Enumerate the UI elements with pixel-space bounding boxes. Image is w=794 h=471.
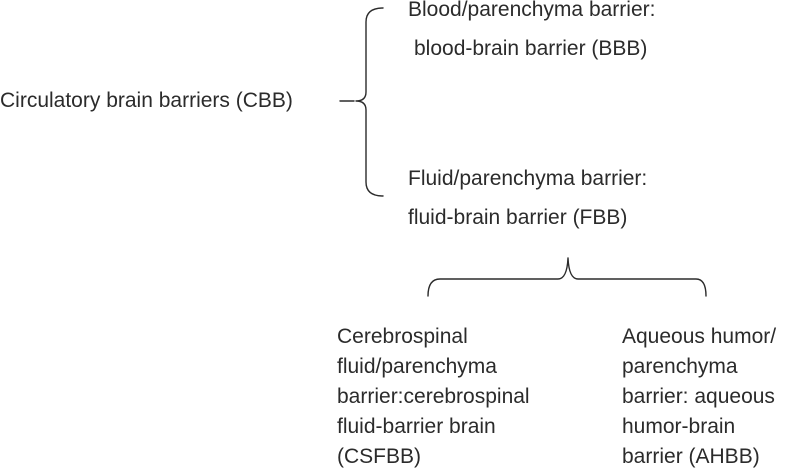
csfbb-node-line: barrier:cerebrospinal — [337, 385, 530, 408]
bbb-node-line1: Blood/parenchyma barrier: — [408, 0, 656, 21]
csfbb-node: Cerebrospinal fluid/parenchyma barrier:c… — [337, 322, 530, 471]
csfbb-node-line: Cerebrospinal — [337, 325, 468, 348]
root-node-label: Circulatory brain barriers (CBB) — [0, 89, 293, 112]
csfbb-node-line: fluid-barrier brain — [337, 415, 496, 438]
bbb-node-line2: blood-brain barrier (BBB) — [414, 37, 648, 60]
csfbb-node-line: (CSFBB) — [337, 445, 421, 468]
ahbb-node-line: barrier (AHBB) — [622, 445, 760, 468]
ahbb-node: Aqueous humor/ parenchyma barrier: aqueo… — [622, 322, 776, 471]
csfbb-node-line: fluid/parenchyma — [337, 355, 497, 378]
ahbb-node-line: humor-brain — [622, 415, 736, 438]
vertical-brace — [355, 7, 384, 197]
ahbb-node-line: Aqueous humor/ — [622, 325, 777, 348]
fbb-node-line1: Fluid/parenchyma barrier: — [408, 167, 648, 190]
ahbb-node-line: barrier: aqueous — [622, 385, 775, 408]
fbb-node-line2: fluid-brain barrier (FBB) — [408, 206, 628, 229]
ahbb-node-line: parenchyma — [622, 355, 738, 378]
horizontal-brace — [427, 257, 707, 297]
